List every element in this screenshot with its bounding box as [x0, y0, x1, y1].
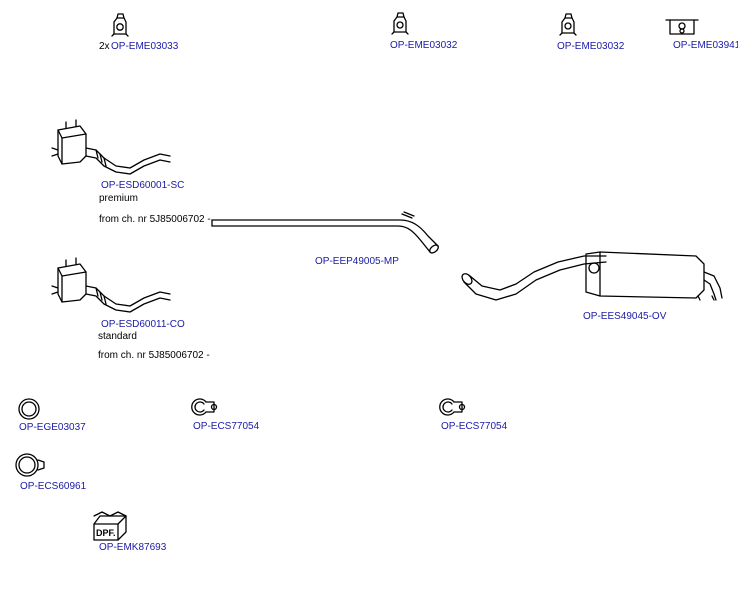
part-code-link[interactable]: OP-ESD60001-SC: [101, 180, 185, 191]
part-code-link[interactable]: OP-EEP49005-MP: [315, 256, 399, 267]
dpf-filter-icon[interactable]: [51, 257, 171, 313]
part-code-link[interactable]: OP-EES49045-OV: [583, 311, 667, 322]
dpf-box-icon[interactable]: [93, 511, 127, 541]
pipe-clamp-icon[interactable]: [191, 398, 218, 416]
chassis-note: from ch. nr 5J85006702 -: [98, 350, 210, 361]
rear-silencer-icon[interactable]: [460, 251, 723, 301]
part-code-link[interactable]: OP-EME03033: [111, 41, 179, 52]
part-code-link[interactable]: OP-EMK87693: [99, 542, 167, 553]
variant-note: standard: [98, 331, 137, 342]
part-code-link[interactable]: OP-ESD60011-CO: [101, 319, 185, 330]
band-clamp-icon[interactable]: [15, 453, 45, 477]
rubber-mount-icon[interactable]: [559, 13, 577, 36]
quantity-label: 2x: [99, 41, 110, 52]
part-code-link[interactable]: OP-EME03032: [557, 41, 625, 52]
pipe-clamp-icon[interactable]: [439, 398, 466, 416]
rubber-mount-icon[interactable]: [111, 13, 129, 37]
box-label: DPF.: [96, 528, 116, 538]
dpf-filter-icon[interactable]: [51, 119, 171, 175]
part-code-link[interactable]: OP-EME03941: [673, 40, 738, 51]
part-code-link[interactable]: OP-ECS60961: [20, 481, 87, 492]
rubber-mount-icon[interactable]: [391, 12, 409, 35]
exhaust-pipe-icon[interactable]: [211, 211, 440, 255]
chassis-note: from ch. nr 5J85006702 -: [99, 214, 211, 225]
variant-note: premium: [99, 193, 138, 204]
part-code-link[interactable]: OP-EME03032: [390, 40, 458, 51]
rubber-mount-icon[interactable]: [665, 19, 699, 35]
part-code-link[interactable]: OP-EGE03037: [19, 422, 86, 433]
part-code-link[interactable]: OP-ECS77054: [441, 421, 508, 432]
part-code-link[interactable]: OP-ECS77054: [193, 421, 260, 432]
gasket-ring-icon[interactable]: [18, 398, 40, 420]
